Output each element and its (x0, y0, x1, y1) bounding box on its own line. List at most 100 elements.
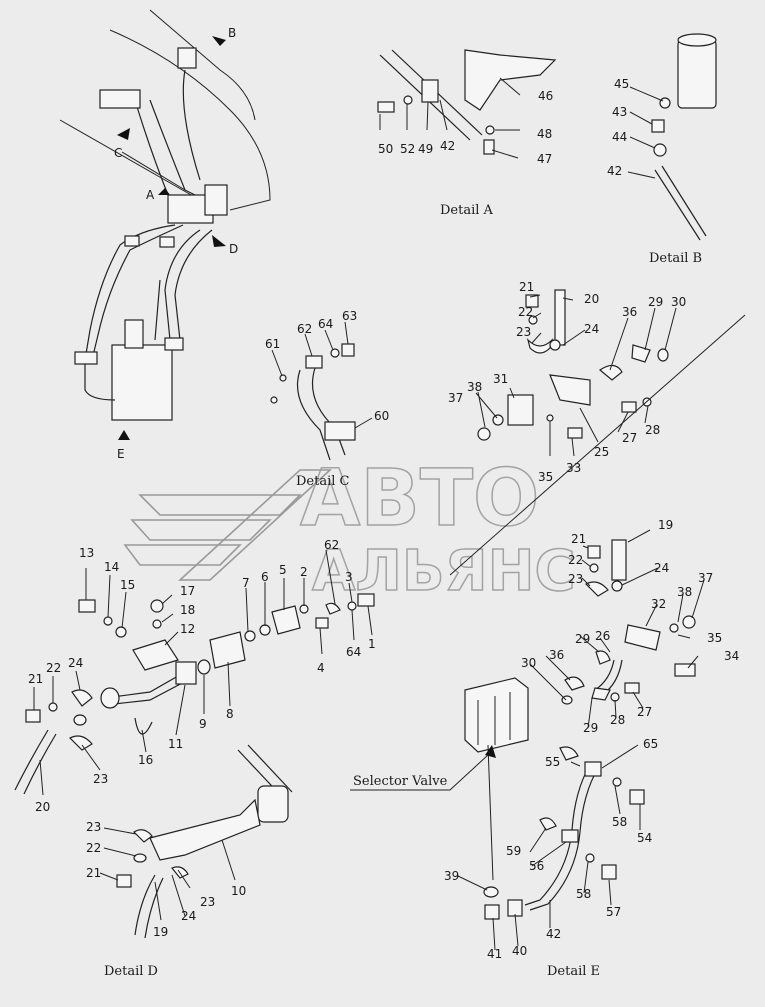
callout-m-3: 3 (345, 570, 353, 584)
callout-b-44: 44 (612, 130, 627, 144)
callout-e-55: 55 (545, 755, 560, 769)
callout-m-9: 9 (199, 717, 207, 731)
clamp-e-56 (561, 829, 579, 843)
elbow-25 (549, 374, 591, 406)
arrow-a-icon (158, 188, 170, 195)
bolt-27-e (624, 682, 640, 694)
callout-r-33: 33 (566, 461, 581, 475)
upper-cylinder-port (177, 47, 197, 69)
main-assembly-view: B C A D E (59, 9, 271, 461)
valve-cap (124, 319, 144, 349)
bolt-27-upper (621, 401, 637, 413)
selector-valve-label: Selector Valve (353, 774, 448, 789)
part-61 (279, 374, 287, 382)
junction-bracket (204, 184, 228, 216)
bolt-4 (315, 617, 329, 629)
callout-e-35: 35 (707, 631, 722, 645)
block-12 (132, 639, 179, 671)
callout-e-23: 23 (568, 572, 583, 586)
callout-e-32: 32 (651, 597, 666, 611)
callout-e-26: 26 (595, 629, 610, 643)
arrow-d-label: D (229, 242, 238, 256)
callout-e-58b: 58 (576, 887, 591, 901)
pipe-19 (611, 539, 627, 581)
detail-b-caption: Detail B (649, 251, 702, 266)
bolt-57 (601, 864, 617, 880)
clip-36 (598, 364, 623, 381)
callout-r-28: 28 (645, 423, 660, 437)
callout-r-23: 23 (516, 325, 531, 339)
callout-l-21: 21 (28, 672, 43, 686)
arrow-e-icon (118, 430, 130, 440)
bolt-21-upper (525, 294, 539, 308)
oring-39 (483, 886, 499, 898)
callout-b-43: 43 (612, 105, 627, 119)
callout-r-35: 35 (538, 470, 553, 484)
callout-l-24: 24 (68, 656, 83, 670)
callout-m-4: 4 (317, 661, 325, 675)
callout-r-24: 24 (584, 322, 599, 336)
callout-m-13: 13 (79, 546, 94, 560)
callout-e-29a: 29 (575, 632, 590, 646)
callout-m-64: 64 (346, 645, 361, 659)
washer-64 (330, 348, 340, 358)
callout-a-46: 46 (538, 89, 553, 103)
bolt-54 (629, 789, 645, 805)
detail-e-caption: Detail E (547, 964, 600, 979)
callout-e-59: 59 (506, 844, 521, 858)
callout-m-11: 11 (168, 737, 183, 751)
left-lower-cluster: 21 22 24 23 20 (14, 656, 108, 814)
bolt-35-34 (674, 663, 696, 677)
callout-m-8: 8 (226, 707, 234, 721)
callout-e-39: 39 (444, 869, 459, 883)
callout-e-27: 27 (637, 705, 652, 719)
callout-e-36: 36 (549, 648, 564, 662)
callout-d-24: 24 (181, 909, 196, 923)
bolt-21-left (25, 709, 41, 723)
callout-d-10: 10 (231, 884, 246, 898)
bolt-63 (341, 343, 355, 357)
clamp-62 (305, 355, 323, 369)
detail-b-group: 45 43 44 42 Detail B (607, 33, 717, 266)
clamp-e-55 (584, 761, 602, 777)
callout-a-49: 49 (418, 142, 433, 156)
detail-c-caption: Detail C (296, 474, 350, 489)
clamp-2 (159, 236, 175, 248)
callout-m-6: 6 (261, 570, 269, 584)
washer-52 (403, 95, 413, 105)
callout-r-20: 20 (584, 292, 599, 306)
nut-44 (653, 143, 667, 157)
callout-l-22: 22 (46, 661, 61, 675)
flange-11 (175, 661, 197, 685)
adapter-8 (209, 631, 246, 669)
bolt-1 (357, 593, 375, 607)
nut-40 (507, 899, 523, 917)
callout-d-19: 19 (153, 925, 168, 939)
callout-c-61: 61 (265, 337, 280, 351)
callout-c-63: 63 (342, 309, 357, 323)
callout-m-7: 7 (242, 576, 250, 590)
callout-a-47: 47 (537, 152, 552, 166)
arrow-d-icon (212, 235, 226, 247)
callout-e-38: 38 (677, 585, 692, 599)
bracket-32 (624, 624, 661, 651)
callout-d-23a: 23 (86, 820, 101, 834)
callout-e-34: 34 (724, 649, 739, 663)
callout-r-30: 30 (671, 295, 686, 309)
middle-exploded-row: 13 14 15 17 18 12 7 6 5 2 62 3 1 64 4 9 … (78, 538, 376, 767)
bracket-10 (149, 798, 261, 861)
callout-l-23: 23 (93, 772, 108, 786)
bracket-31 (507, 394, 534, 426)
pump-port-d (257, 785, 289, 823)
callout-m-1: 1 (368, 637, 376, 651)
flange-5 (271, 605, 301, 635)
upper-fitting (99, 89, 141, 109)
callout-d-22: 22 (86, 841, 101, 855)
callout-d-21: 21 (86, 866, 101, 880)
hose-end-60 (324, 421, 356, 441)
detail-d-group: 23 22 21 24 23 19 10 Detail D (86, 744, 293, 979)
callout-m-2: 2 (300, 565, 308, 579)
bolt-13 (78, 599, 96, 613)
callout-m-5: 5 (279, 563, 287, 577)
detail-d-caption: Detail D (104, 964, 158, 979)
